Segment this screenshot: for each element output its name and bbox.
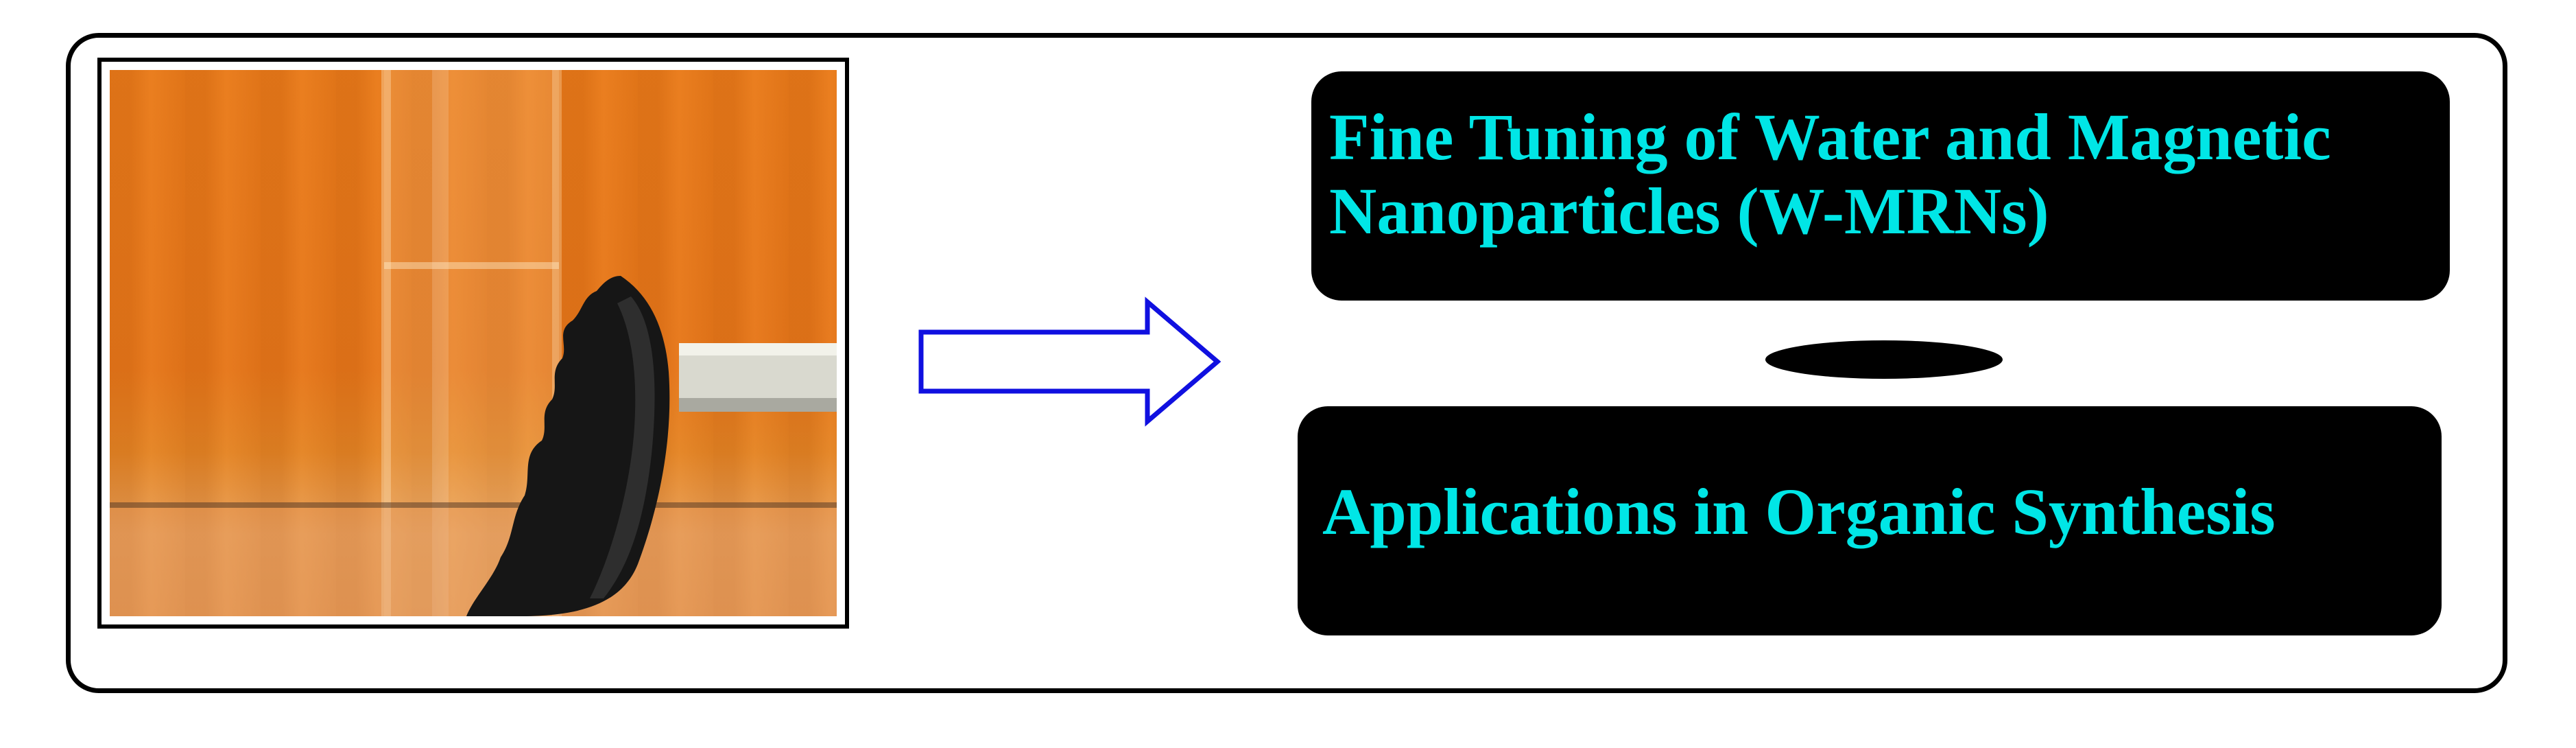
tube-highlight [432, 70, 449, 616]
nanoparticle-cluster-shade [590, 296, 655, 598]
applications-label: Applications in Organic Synthesis [1322, 475, 2276, 548]
tube-left-wall [381, 70, 391, 616]
shelf-surface [110, 508, 837, 616]
test-tube-with-magnetic-nanoparticles-icon [110, 70, 837, 616]
test-tube-photo [110, 70, 837, 616]
shelf-line [110, 502, 837, 508]
title-line-2: Nanoparticles (W-MRNs) [1329, 174, 2049, 248]
applications-box: Applications in Organic Synthesis [1298, 406, 2442, 635]
magnet-bar-shadow [679, 398, 837, 412]
magnet-bar-highlight [679, 343, 837, 355]
right-arrow-icon [918, 296, 1221, 427]
title-box: Fine Tuning of Water and Magnetic Nanopa… [1311, 71, 2450, 301]
liquid-surface [384, 262, 559, 269]
photo-frame [97, 58, 849, 629]
connector-ellipse [1765, 340, 2003, 379]
title-line-1: Fine Tuning of Water and Magnetic [1329, 100, 2331, 174]
